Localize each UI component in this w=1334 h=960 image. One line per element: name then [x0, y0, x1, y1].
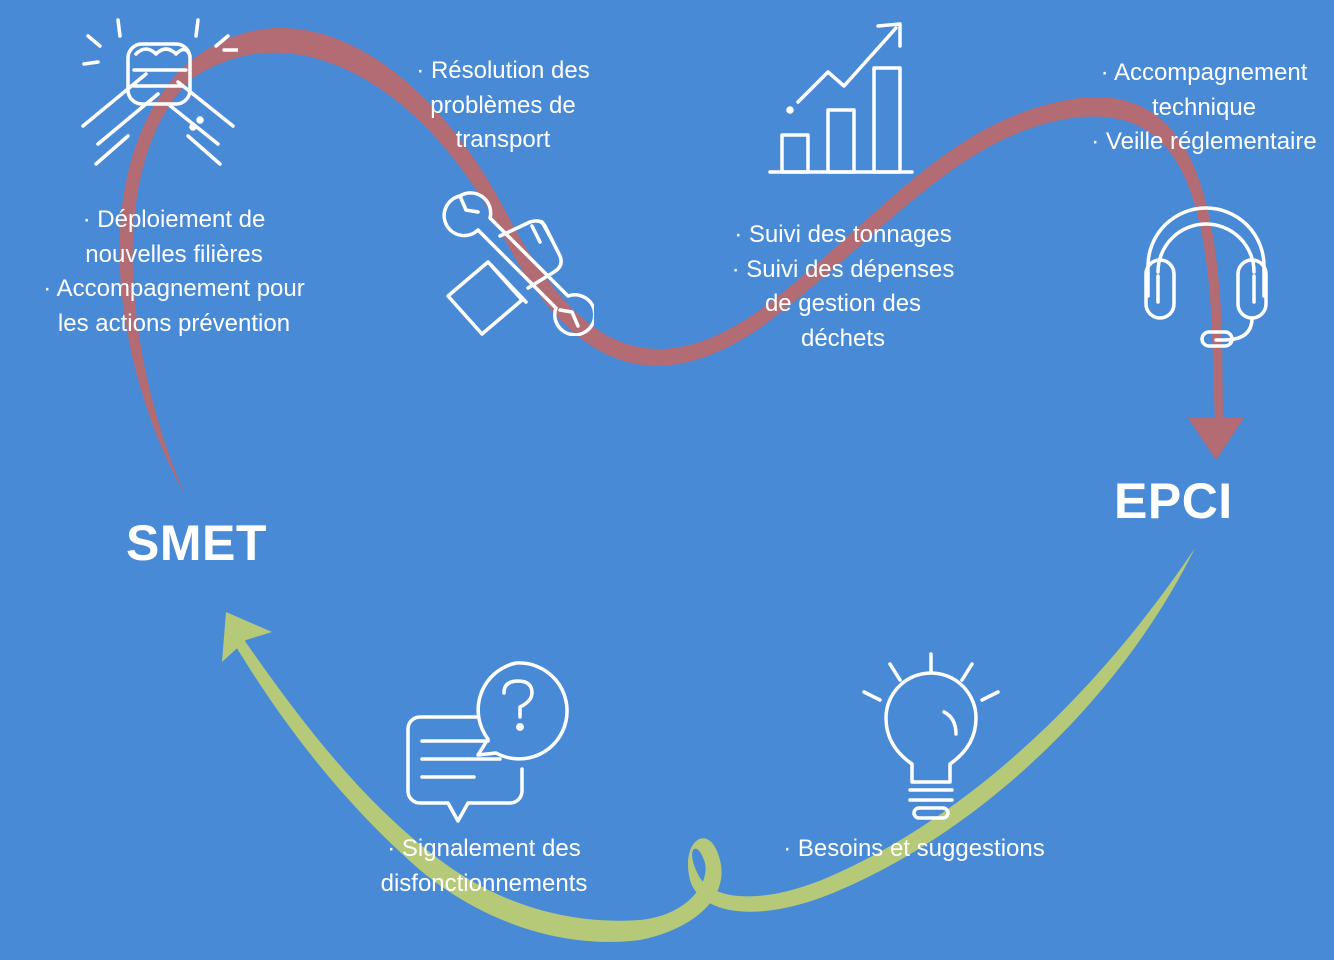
text-line: disfonctionnements	[380, 869, 588, 897]
wrench-hand-icon	[438, 186, 594, 336]
text-line: · Suivi des dépenses	[731, 255, 955, 283]
text-line: · Déploiement de	[82, 206, 266, 233]
text-line: · Besoins et suggestions	[783, 835, 1045, 862]
text-line: transport	[455, 126, 551, 153]
node-epci: EPCI	[1114, 473, 1233, 529]
text-line: · Signalement des	[387, 835, 581, 862]
text-line: nouvelles filières	[85, 240, 263, 268]
question-chat-icon	[404, 655, 572, 825]
green-arrowhead	[222, 612, 272, 662]
handshake-icon	[78, 14, 238, 169]
text-line: les actions prévention	[57, 309, 291, 337]
text-line: · Veille réglementaire	[1091, 128, 1317, 155]
services-transport-text: · Résolution des problèmes de transport	[388, 54, 618, 158]
text-line: · Suivi des tonnages	[734, 221, 952, 248]
text-line: problèmes de	[430, 91, 576, 119]
services-filieres-text: · Déploiement de nouvelles filières · Ac…	[14, 203, 334, 341]
feedback-besoins-text: · Besoins et suggestions	[764, 832, 1064, 867]
node-smet: SMET	[126, 515, 267, 571]
feedback-signalement-text: · Signalement des disfonctionnements	[356, 832, 612, 901]
text-line: · Résolution des	[416, 57, 590, 84]
text-line: déchets	[800, 324, 886, 352]
red-arrowhead	[1188, 418, 1244, 460]
text-line: · Accompagnement	[1100, 59, 1308, 86]
services-accompagnement-text: · Accompagnement technique · Veille régl…	[1074, 56, 1334, 160]
text-line: technique	[1151, 93, 1257, 121]
text-line: de gestion des	[764, 290, 922, 317]
lightbulb-icon	[860, 650, 1002, 822]
text-line: · Accompagnement pour	[43, 275, 305, 302]
services-suivi-text: · Suivi des tonnages · Suivi des dépense…	[712, 218, 974, 356]
headset-icon	[1140, 200, 1272, 348]
green-flow-ribbon	[232, 548, 1195, 942]
growth-chart-icon	[766, 20, 916, 175]
